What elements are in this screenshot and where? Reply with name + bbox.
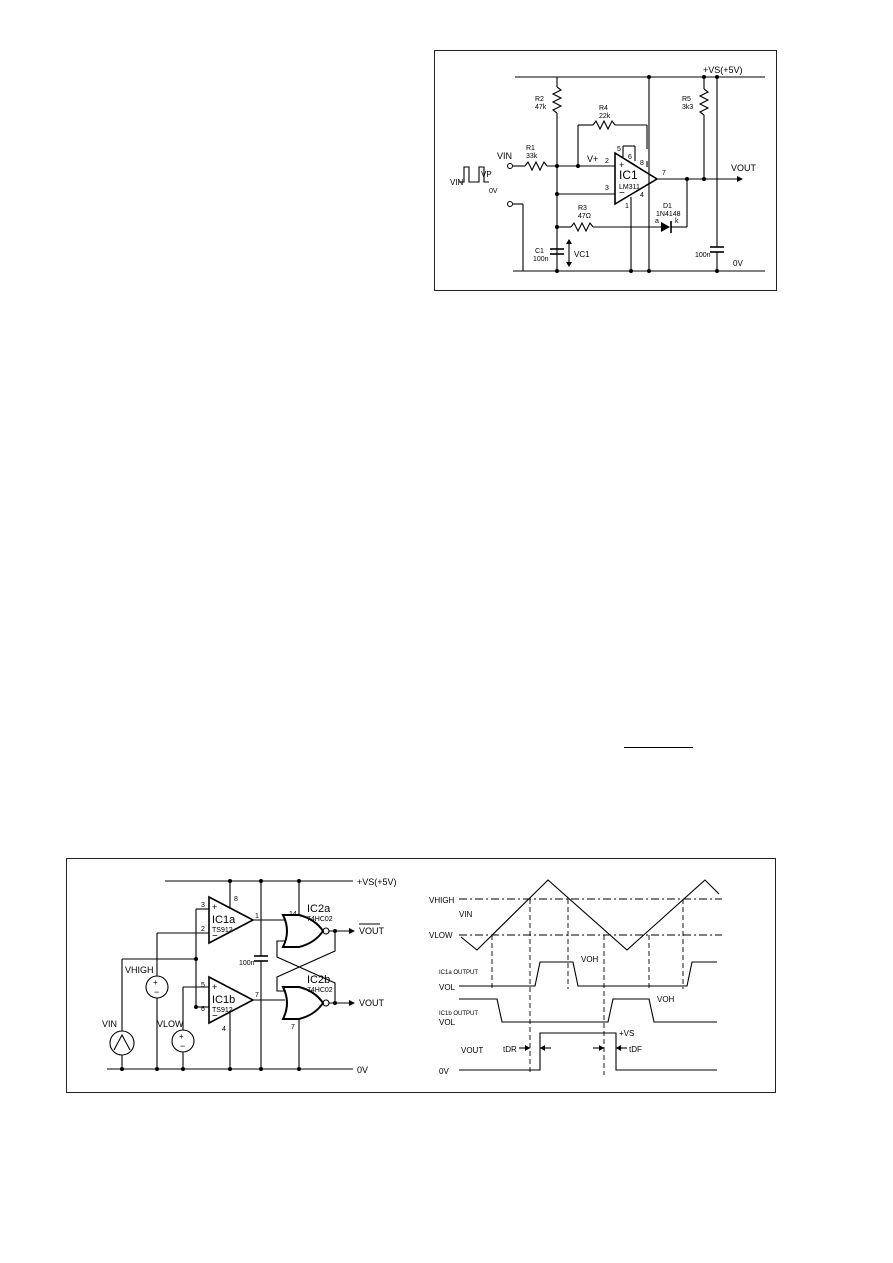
timing-vout: VOUT	[461, 1046, 483, 1055]
c1-ref: C1	[535, 248, 544, 255]
pin-4: 4	[640, 192, 644, 199]
ic2b-pin-7: 7	[291, 1024, 295, 1031]
r3-value: 47Ω	[578, 213, 591, 220]
svg-text:+: +	[212, 982, 217, 992]
c2-value: 100n	[695, 252, 711, 259]
ic1a-pin-2: 2	[201, 926, 205, 933]
timing-vs: +VS	[619, 1029, 634, 1038]
ic1a-part: TS912	[212, 927, 233, 934]
pin-5: 5	[617, 146, 621, 153]
ic2b-part: 74HC02	[307, 987, 333, 994]
pin-1: 1	[625, 203, 629, 210]
timing-ic1a-output: IC1a OUTPUT	[439, 970, 478, 976]
ic2a-ref: IC2a	[307, 903, 331, 915]
vout-bar-label: VOUT	[359, 926, 385, 936]
ic1b-pin-5: 5	[201, 982, 205, 989]
r4-value: 22k	[599, 113, 611, 120]
supply-label: +VS(+5V)	[703, 65, 743, 75]
vin-label: VIN	[497, 151, 512, 161]
svg-text:−: −	[619, 188, 625, 199]
figure-1-lm311-circuit: +VS(+5V) 0V R2 47k VIN R1 33k V+ 2 VIN V…	[434, 50, 777, 291]
timing-tdr: tDR	[503, 1045, 517, 1054]
ic1-ref: IC1	[619, 168, 638, 182]
fig2-ground-label: 0V	[357, 1065, 368, 1075]
ic2a-pin-14: 14	[289, 911, 297, 918]
pin-6: 6	[628, 154, 632, 161]
svg-text:+: +	[179, 1032, 184, 1041]
vout-label: VOUT	[731, 163, 757, 173]
ic1b-pin-7: 7	[255, 992, 259, 999]
ic1b-part: TS912	[212, 1007, 233, 1014]
timing-vhigh: VHIGH	[429, 896, 455, 905]
fig2-cap-label: 100n	[239, 960, 255, 967]
svg-text:−: −	[154, 987, 159, 997]
pulse-vp: VP	[481, 170, 492, 179]
r5-value: 3k3	[682, 104, 693, 111]
ic1a-ref: IC1a	[212, 914, 236, 926]
r3-ref: R3	[578, 205, 587, 212]
r2-ref: R2	[535, 96, 544, 103]
pin-2: 2	[605, 158, 609, 165]
timing-ic1b-output: IC1b OUTPUT	[439, 1011, 478, 1017]
d1-cathode: k	[675, 218, 679, 225]
ic1b-pin-4: 4	[222, 1026, 226, 1033]
ic1a-pin-3: 3	[201, 902, 205, 909]
timing-vlow: VLOW	[429, 931, 453, 940]
timing-zero: 0V	[439, 1067, 449, 1076]
svg-text:+: +	[619, 160, 624, 170]
ic1a-pin-8: 8	[234, 896, 238, 903]
timing-tdf: tDF	[629, 1045, 642, 1054]
vout-label-fig2: VOUT	[359, 998, 385, 1008]
timing-voh-1: VOH	[581, 955, 599, 964]
figure-2-window-comparator: +VS(+5V) 0V + − IC1a TS912 3 2 8 1 + − I…	[66, 858, 776, 1093]
vplus-label: V+	[587, 154, 598, 164]
ic2b-ref: IC2b	[307, 974, 330, 986]
d1-ref: D1	[663, 203, 672, 210]
ic2a-part: 74HC02	[307, 916, 333, 923]
vc1-label: VC1	[574, 250, 590, 259]
timing-voh-2: VOH	[657, 995, 675, 1004]
timing-vol-1: VOL	[439, 983, 456, 992]
ic1b-pin-6: 6	[201, 1006, 205, 1013]
r1-ref: R1	[526, 145, 535, 152]
d1-part: 1N4148	[656, 211, 681, 218]
overline-rule	[624, 747, 693, 748]
ic1a-pin-1: 1	[255, 913, 259, 920]
ic1b-ref: IC1b	[212, 994, 235, 1006]
svg-text:−: −	[180, 1041, 185, 1051]
c1-value: 100n	[533, 256, 549, 263]
vhigh-label: VHIGH	[125, 965, 154, 975]
svg-text:−: −	[212, 931, 218, 942]
r4-ref: R4	[599, 105, 608, 112]
fig2-supply-label: +VS(+5V)	[357, 877, 397, 887]
svg-text:+: +	[212, 902, 217, 912]
pulse-vin: VIN	[450, 178, 464, 187]
vlow-label: VLOW	[157, 1019, 184, 1029]
timing-vin: VIN	[459, 910, 473, 919]
pulse-zero: 0V	[489, 188, 498, 195]
svg-text:+: +	[153, 978, 158, 987]
fig2-vin-label: VIN	[102, 1019, 117, 1029]
r5-ref: R5	[682, 96, 691, 103]
r1-value: 33k	[526, 153, 538, 160]
r2-value: 47k	[535, 104, 547, 111]
ic1-part: LM311	[619, 184, 640, 191]
d1-anode: a	[655, 218, 659, 225]
pin-3: 3	[605, 185, 609, 192]
timing-vol-2: VOL	[439, 1018, 456, 1027]
pin-7: 7	[662, 170, 666, 177]
ground-label: 0V	[733, 259, 743, 268]
pin-8: 8	[640, 160, 644, 167]
svg-text:−: −	[212, 1011, 218, 1022]
